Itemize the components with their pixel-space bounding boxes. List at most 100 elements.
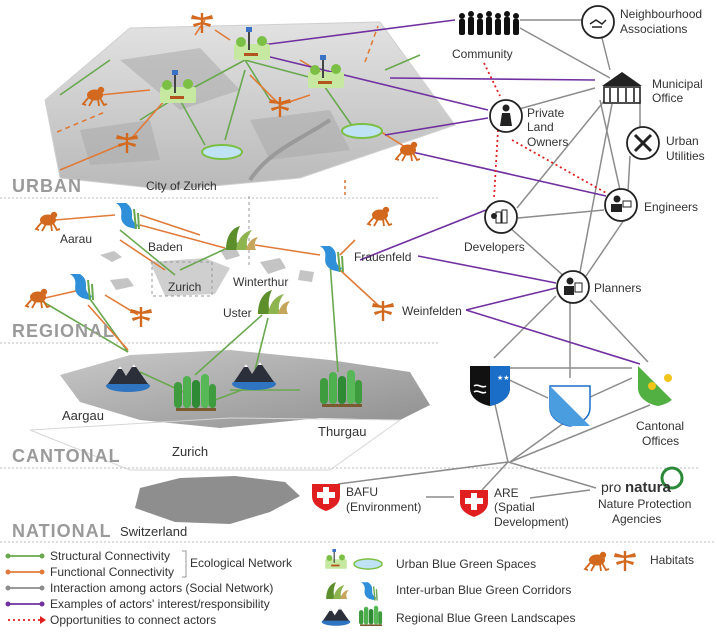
label-are-2: (Spatial — [494, 500, 535, 514]
actor-community — [459, 11, 519, 35]
actor-utilities — [626, 126, 660, 160]
interest-connections — [261, 19, 641, 365]
river-corridor-icon — [69, 273, 94, 301]
legend-urban-bg-label: Urban Blue Green Spaces — [396, 557, 536, 571]
label-engineers: Engineers — [644, 200, 698, 214]
legend-opportunities: Opportunities to connect actors — [8, 613, 216, 627]
actor-municipal — [602, 72, 642, 104]
level-labels: URBAN REGIONAL CANTONAL NATIONAL — [12, 176, 121, 541]
label-city-of-zurich: City of Zurich — [146, 179, 217, 193]
legend-interest: Examples of actors' interest/responsibil… — [5, 597, 270, 611]
label-private-2: Land — [527, 120, 554, 134]
national-map — [135, 476, 300, 524]
label-bafu-1: BAFU — [346, 485, 378, 499]
label-zurich-canton: Zurich — [172, 444, 208, 459]
pronatura-logo-natura: natura — [625, 479, 672, 496]
river-corridor-icon — [319, 245, 344, 273]
pronatura-logo-pro: pro — [601, 479, 621, 495]
actor-pronatura: pro natura — [601, 466, 684, 496]
pond-icon — [341, 123, 383, 139]
actor-are — [460, 490, 488, 517]
actor-labels: Community Neighbourhood Associations Mun… — [346, 7, 705, 529]
label-bafu-2: (Environment) — [346, 500, 421, 514]
leafy-corridor-icon — [258, 290, 290, 314]
label-cantonal-2: Offices — [642, 434, 679, 448]
river-corridor-icon — [115, 202, 140, 230]
actor-cantonal-offices: ★★ — [470, 366, 678, 427]
legend-structural: Structural Connectivity — [5, 549, 170, 563]
actor-planners — [556, 270, 590, 304]
regional-map — [100, 248, 314, 296]
legend-regional-bg: Regional Blue Green Landscapes — [321, 605, 575, 627]
actor-developers — [484, 200, 518, 234]
legend-ecological-network: Ecological Network — [190, 556, 293, 570]
city-zurich-dashed-link — [151, 196, 250, 297]
label-are-1: ARE — [494, 486, 519, 500]
actor-engineers — [604, 188, 638, 222]
label-thurgau: Thurgau — [318, 424, 366, 439]
legend-structural-label: Structural Connectivity — [50, 549, 170, 563]
opportunity-connections — [483, 62, 609, 199]
pond-icon — [201, 144, 243, 160]
svg-text:★★: ★★ — [497, 374, 510, 382]
dragonfly-icon — [128, 305, 154, 329]
label-uster: Uster — [223, 306, 252, 320]
leafy-corridor-icon — [226, 226, 258, 250]
level-separators — [0, 197, 716, 543]
label-developers: Developers — [464, 240, 525, 254]
label-planners: Planners — [594, 281, 641, 295]
label-community: Community — [452, 47, 513, 61]
legend-regional-bg-label: Regional Blue Green Landscapes — [396, 611, 575, 625]
legend-interaction: Interaction among actors (Social Network… — [5, 581, 273, 595]
swiss-cross-icon — [460, 490, 488, 517]
label-private-1: Private — [527, 106, 565, 120]
legend-habitats-label: Habitats — [650, 553, 694, 567]
label-winterthur: Winterthur — [233, 275, 288, 289]
label-cantonal-1: Cantonal — [636, 419, 684, 433]
legend: Structural Connectivity Functional Conne… — [5, 549, 694, 627]
legend-functional-label: Functional Connectivity — [50, 565, 174, 579]
label-aarau: Aarau — [60, 232, 92, 246]
label-neighbourhood-2: Associations — [620, 22, 687, 36]
frog-icon — [395, 140, 421, 162]
label-baden: Baden — [148, 240, 183, 254]
thurgau-flag-icon — [638, 366, 678, 406]
dragonfly-icon — [370, 299, 396, 323]
label-municipal-2: Office — [652, 91, 683, 105]
label-municipal-1: Municipal — [652, 77, 703, 91]
urban-city-map — [44, 21, 456, 191]
aargau-flag-icon: ★★ — [470, 366, 510, 406]
actor-private-owners — [489, 99, 523, 133]
level-label-national: NATIONAL — [12, 521, 112, 541]
legend-inter-urban-label: Inter-urban Blue Green Corridors — [396, 583, 571, 597]
legend-inter-urban: Inter-urban Blue Green Corridors — [326, 581, 571, 602]
city-hall-icon — [602, 72, 642, 104]
label-neighbourhood-1: Neighbourhood — [620, 7, 702, 21]
legend-interaction-label: Interaction among actors (Social Network… — [50, 581, 273, 595]
level-label-regional: REGIONAL — [12, 321, 115, 341]
label-switzerland: Switzerland — [120, 524, 187, 539]
swiss-cross-icon — [312, 484, 340, 511]
frog-icon — [367, 205, 393, 227]
people-group-icon — [459, 11, 519, 35]
frog-icon — [35, 210, 61, 232]
label-frauenfeld: Frauenfeld — [354, 250, 411, 264]
level-label-urban: URBAN — [12, 176, 82, 196]
label-weinfelden: Weinfelden — [402, 304, 462, 318]
label-aargau: Aargau — [62, 408, 104, 423]
legend-habitats: Habitats — [584, 549, 694, 573]
label-pronatura-1: Nature Protection — [598, 497, 691, 511]
label-zurich-regional: Zurich — [168, 280, 201, 294]
zurich-flag-icon — [549, 385, 591, 427]
label-private-3: Owners — [527, 135, 568, 149]
label-utilities-1: Urban — [666, 134, 699, 148]
actor-bafu — [312, 484, 340, 511]
label-utilities-2: Utilities — [666, 149, 705, 163]
legend-opportunities-label: Opportunities to connect actors — [50, 613, 216, 627]
level-label-cantonal: CANTONAL — [12, 446, 121, 466]
label-are-3: Development) — [494, 515, 569, 529]
legend-urban-bg: Urban Blue Green Spaces — [325, 549, 536, 571]
actor-neighbourhood — [581, 5, 615, 39]
legend-functional: Functional Connectivity — [5, 565, 174, 579]
